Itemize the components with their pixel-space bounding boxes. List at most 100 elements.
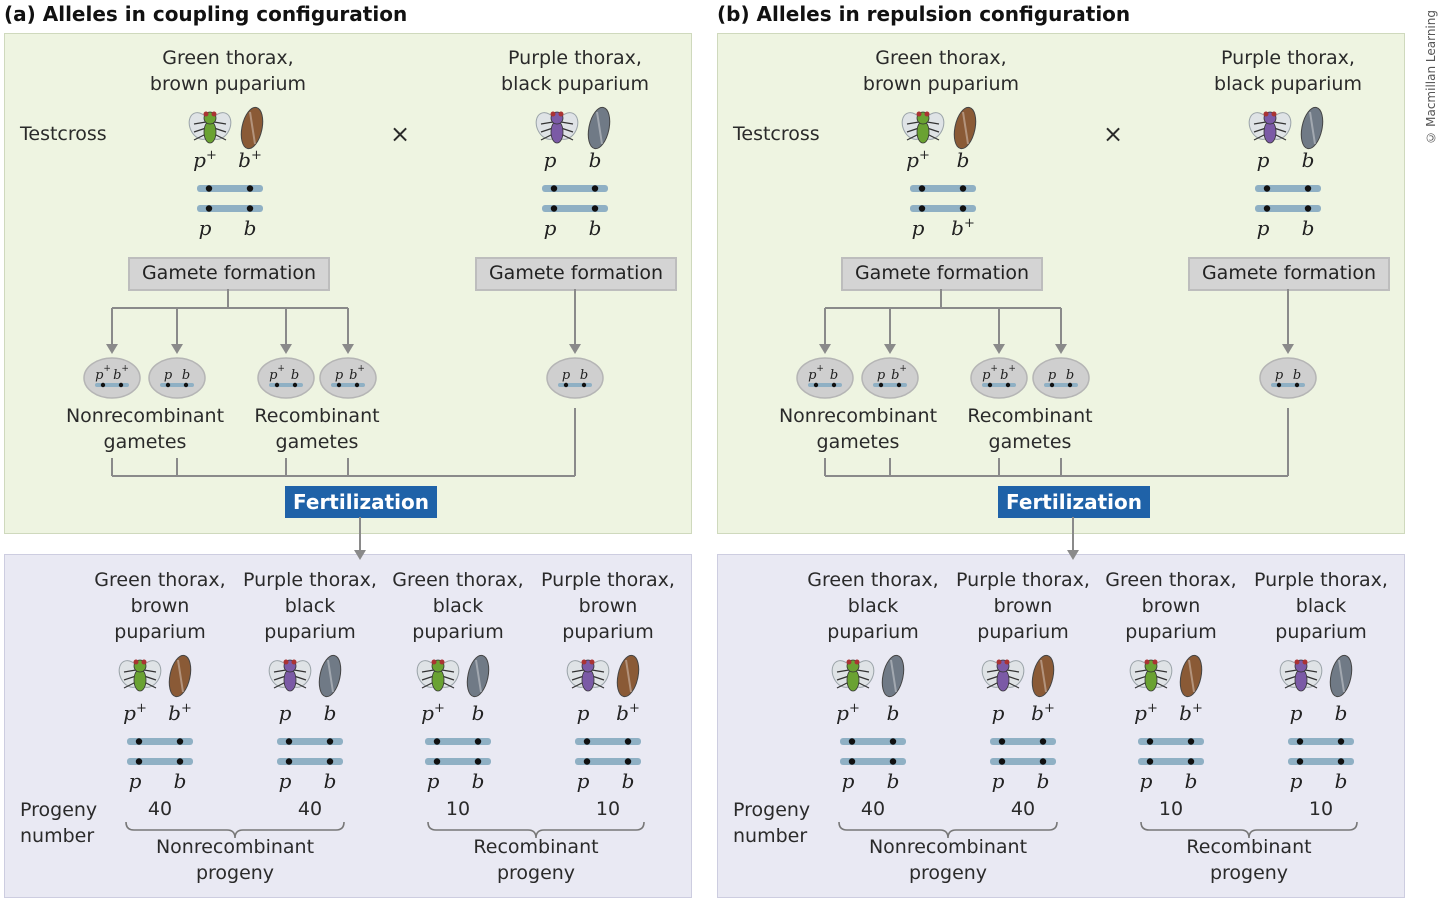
chromosome <box>873 383 907 387</box>
panel-1-parent1-line2: brown puparium <box>862 73 1020 95</box>
panel-1-progeny-number-2: number <box>733 825 808 847</box>
fly-icon <box>831 659 875 692</box>
locus-dot <box>1337 738 1345 745</box>
panel-0-gamete-formation-2: Gamete formation <box>475 257 677 291</box>
panel-0-recomb-progeny-2: progeny <box>496 862 576 884</box>
panel-1-progeny-number-1: Progeny <box>733 799 811 821</box>
arrow-head <box>1282 344 1294 354</box>
locus-dot <box>831 382 837 388</box>
fly-icon <box>1129 659 1173 692</box>
panel-1-progeny-1-line3: puparium <box>977 621 1069 643</box>
gamete-cell <box>83 357 141 399</box>
allele-label: b <box>589 216 602 240</box>
panel-0-progeny-3-line1: Purple thorax, <box>541 569 675 591</box>
locus-dot <box>100 382 106 388</box>
panel-0-progeny-0-line2: brown <box>130 595 190 617</box>
fly-icon <box>188 111 232 144</box>
panel-1-progeny-2-line1: Green thorax, <box>1105 569 1237 591</box>
panel-1-progeny-2-line2: brown <box>1141 595 1201 617</box>
panel-0-progeny-3-count: 10 <box>595 798 621 820</box>
fly-icon <box>535 111 579 144</box>
locus-dot <box>354 382 360 388</box>
locus-dot <box>292 382 298 388</box>
locus-dot <box>433 738 441 745</box>
fly-icon <box>901 111 945 144</box>
locus-dot <box>889 758 897 765</box>
arrow-head <box>171 344 183 354</box>
panel-1-cross-symbol: × <box>1103 120 1124 148</box>
panel-0-parent2-line1: Purple thorax, <box>508 47 642 69</box>
allele-label: p <box>544 148 557 172</box>
panel-0-recomb-progeny-1: Recombinant <box>473 836 599 858</box>
puparium-icon <box>466 654 490 698</box>
chromosome <box>840 738 906 745</box>
allele-label: b <box>622 769 635 793</box>
allele-label: b <box>830 368 838 383</box>
allele-label: p <box>279 769 292 793</box>
locus-dot <box>896 382 902 388</box>
panel-0-gamete-formation-1: Gamete formation <box>128 257 330 291</box>
panel-0-progeny-number-2: number <box>20 825 95 847</box>
panel-0-progeny-number-1: Progeny <box>20 799 98 821</box>
locus-dot <box>959 185 967 192</box>
allele-label: b <box>887 769 900 793</box>
allele-label: b <box>182 368 190 383</box>
panel-0-nonrecomb-progeny-2: progeny <box>195 862 275 884</box>
allele-label: p+ <box>1134 701 1158 725</box>
locus-dot <box>591 185 599 192</box>
locus-dot <box>205 185 213 192</box>
locus-dot <box>998 738 1006 745</box>
allele-label: p <box>1290 701 1303 725</box>
chromosome <box>127 738 193 745</box>
chromosome <box>277 738 343 745</box>
allele-label: b <box>589 148 602 172</box>
allele-label: b <box>1037 769 1050 793</box>
allele-label: b <box>472 701 485 725</box>
group-brace <box>125 821 345 839</box>
group-brace <box>1140 821 1358 839</box>
panel-1-nonrecomb-progeny-1: Nonrecombinant <box>868 836 1028 858</box>
allele-label: p+ <box>123 701 147 725</box>
panel-0-progeny-0-count: 40 <box>147 798 173 820</box>
allele-label: b <box>1185 769 1198 793</box>
chromosome <box>1138 758 1204 765</box>
locus-dot <box>246 205 254 212</box>
allele-label: p <box>1140 769 1153 793</box>
panel-1-progeny-1-count: 40 <box>1010 798 1036 820</box>
chromosome <box>1138 738 1204 745</box>
locus-dot <box>1263 185 1271 192</box>
locus-dot <box>563 382 569 388</box>
panel-1-nonrecomb-gametes-2: gametes <box>816 431 900 453</box>
panel-1-progeny-3-line1: Purple thorax, <box>1254 569 1388 591</box>
puparium-icon <box>1031 654 1055 698</box>
panel-0-title: (a) Alleles in coupling configuration <box>4 2 408 26</box>
locus-dot <box>1187 738 1195 745</box>
allele-label: b <box>1335 769 1348 793</box>
panel-0-recomb-gametes-2: gametes <box>275 431 359 453</box>
panel-0-progeny-1-line2: black <box>284 595 336 617</box>
arrow-head <box>342 344 354 354</box>
panel-0-progeny-1-line1: Purple thorax, <box>243 569 377 591</box>
allele-label: b <box>1293 368 1301 383</box>
allele-label: b <box>580 368 588 383</box>
arrow-head <box>1067 550 1079 560</box>
chromosome <box>910 185 976 192</box>
chromosome <box>910 205 976 212</box>
allele-label: b <box>291 368 299 383</box>
allele-label: b <box>324 769 337 793</box>
chromosome <box>575 738 641 745</box>
allele-label: b+ <box>238 148 262 172</box>
allele-label: b+ <box>1031 701 1055 725</box>
panel-1-progeny-3-count: 10 <box>1308 798 1334 820</box>
arrow-head <box>106 344 118 354</box>
locus-dot <box>246 185 254 192</box>
locus-dot <box>135 758 143 765</box>
panel-0-recomb-gametes-1: Recombinant <box>254 405 380 427</box>
fly-icon <box>1248 111 1292 144</box>
chromosome <box>95 383 129 387</box>
locus-dot <box>1039 738 1047 745</box>
panel-0-cross-symbol: × <box>390 120 411 148</box>
chromosome <box>277 758 343 765</box>
chromosome <box>160 383 194 387</box>
panel-0-progeny-1-count: 40 <box>297 798 323 820</box>
